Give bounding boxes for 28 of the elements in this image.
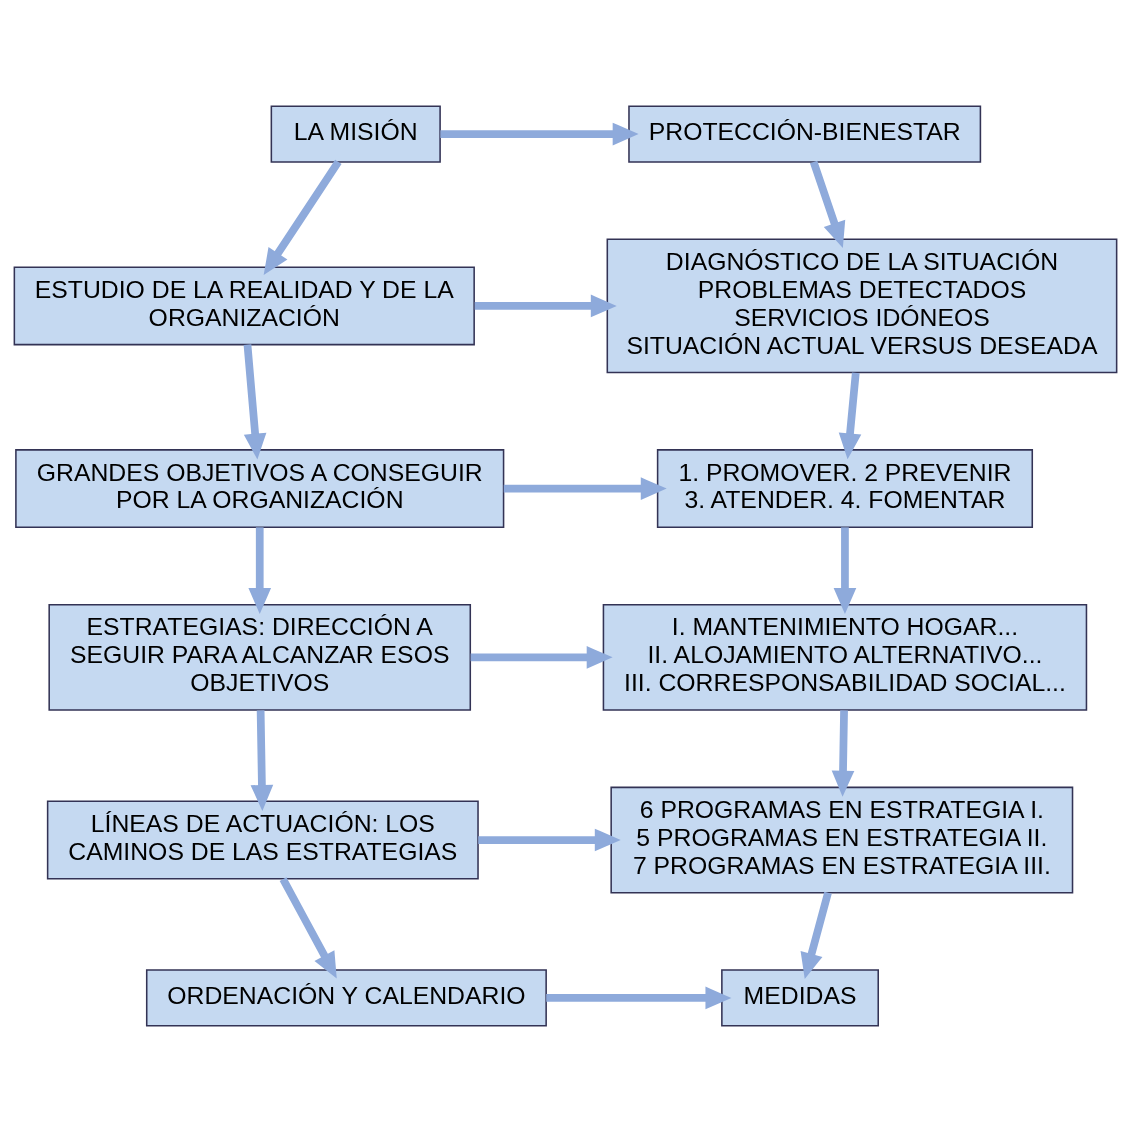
node-box: PROTECCIÓN-BIENESTAR <box>628 105 982 163</box>
arrow <box>474 294 617 318</box>
node-box: LÍNEAS DE ACTUACIÓN: LOS CAMINOS DE LAS ESTRATEGIAS <box>46 800 479 880</box>
node-box: ESTRATEGIAS: DIRECCIÓN A SEGUIR PARA ALCANZAR ESOS OBJETIVOS <box>48 603 472 711</box>
node-box: ORDENACIÓN Y CALENDARIO <box>145 969 547 1027</box>
arrow <box>546 986 732 1010</box>
arrow <box>809 160 846 248</box>
arrow <box>470 646 613 669</box>
arrow <box>478 828 621 852</box>
arrow <box>838 372 862 460</box>
node-box: DIAGNÓSTICO DE LA SITUACIÓN PROBLEMAS DETECTADOS SERVICIOS IDÓNEOS SITUACIÓN ACTUAL VERSUS DESEADA <box>606 238 1118 374</box>
node-box: I. MANTENIMIENTO HOGAR... II. ALOJAMIENTO ALTERNATIVO... III. CORRESPONSABILIDAD SOCIAL... <box>602 603 1088 711</box>
arrow <box>800 891 832 979</box>
arrow <box>250 710 274 811</box>
arrow <box>833 527 857 614</box>
node-box: LA MISIÓN <box>270 105 441 163</box>
arrow <box>279 877 337 979</box>
node-box: 1. PROMOVER. 2 PREVENIR 3. ATENDER. 4. FOMENTAR <box>656 449 1034 529</box>
arrow <box>440 122 639 146</box>
node-box: ESTUDIO DE LA REALIDAD Y DE LA ORGANIZACIÓN <box>13 266 475 346</box>
node-box: 6 PROGRAMAS EN ESTRATEGIA I. 5 PROGRAMAS EN ESTRATEGIA II. 7 PROGRAMAS EN ESTRATEGIA III. <box>610 786 1074 894</box>
node-box: MEDIDAS <box>721 969 879 1027</box>
node-box: GRANDES OBJETIVOS A CONSEGUIR POR LA ORGANIZACIÓN <box>15 449 505 529</box>
arrow <box>503 477 667 500</box>
arrow <box>263 159 342 275</box>
arrow <box>248 527 272 614</box>
arrow <box>243 344 267 460</box>
arrow <box>831 710 855 797</box>
